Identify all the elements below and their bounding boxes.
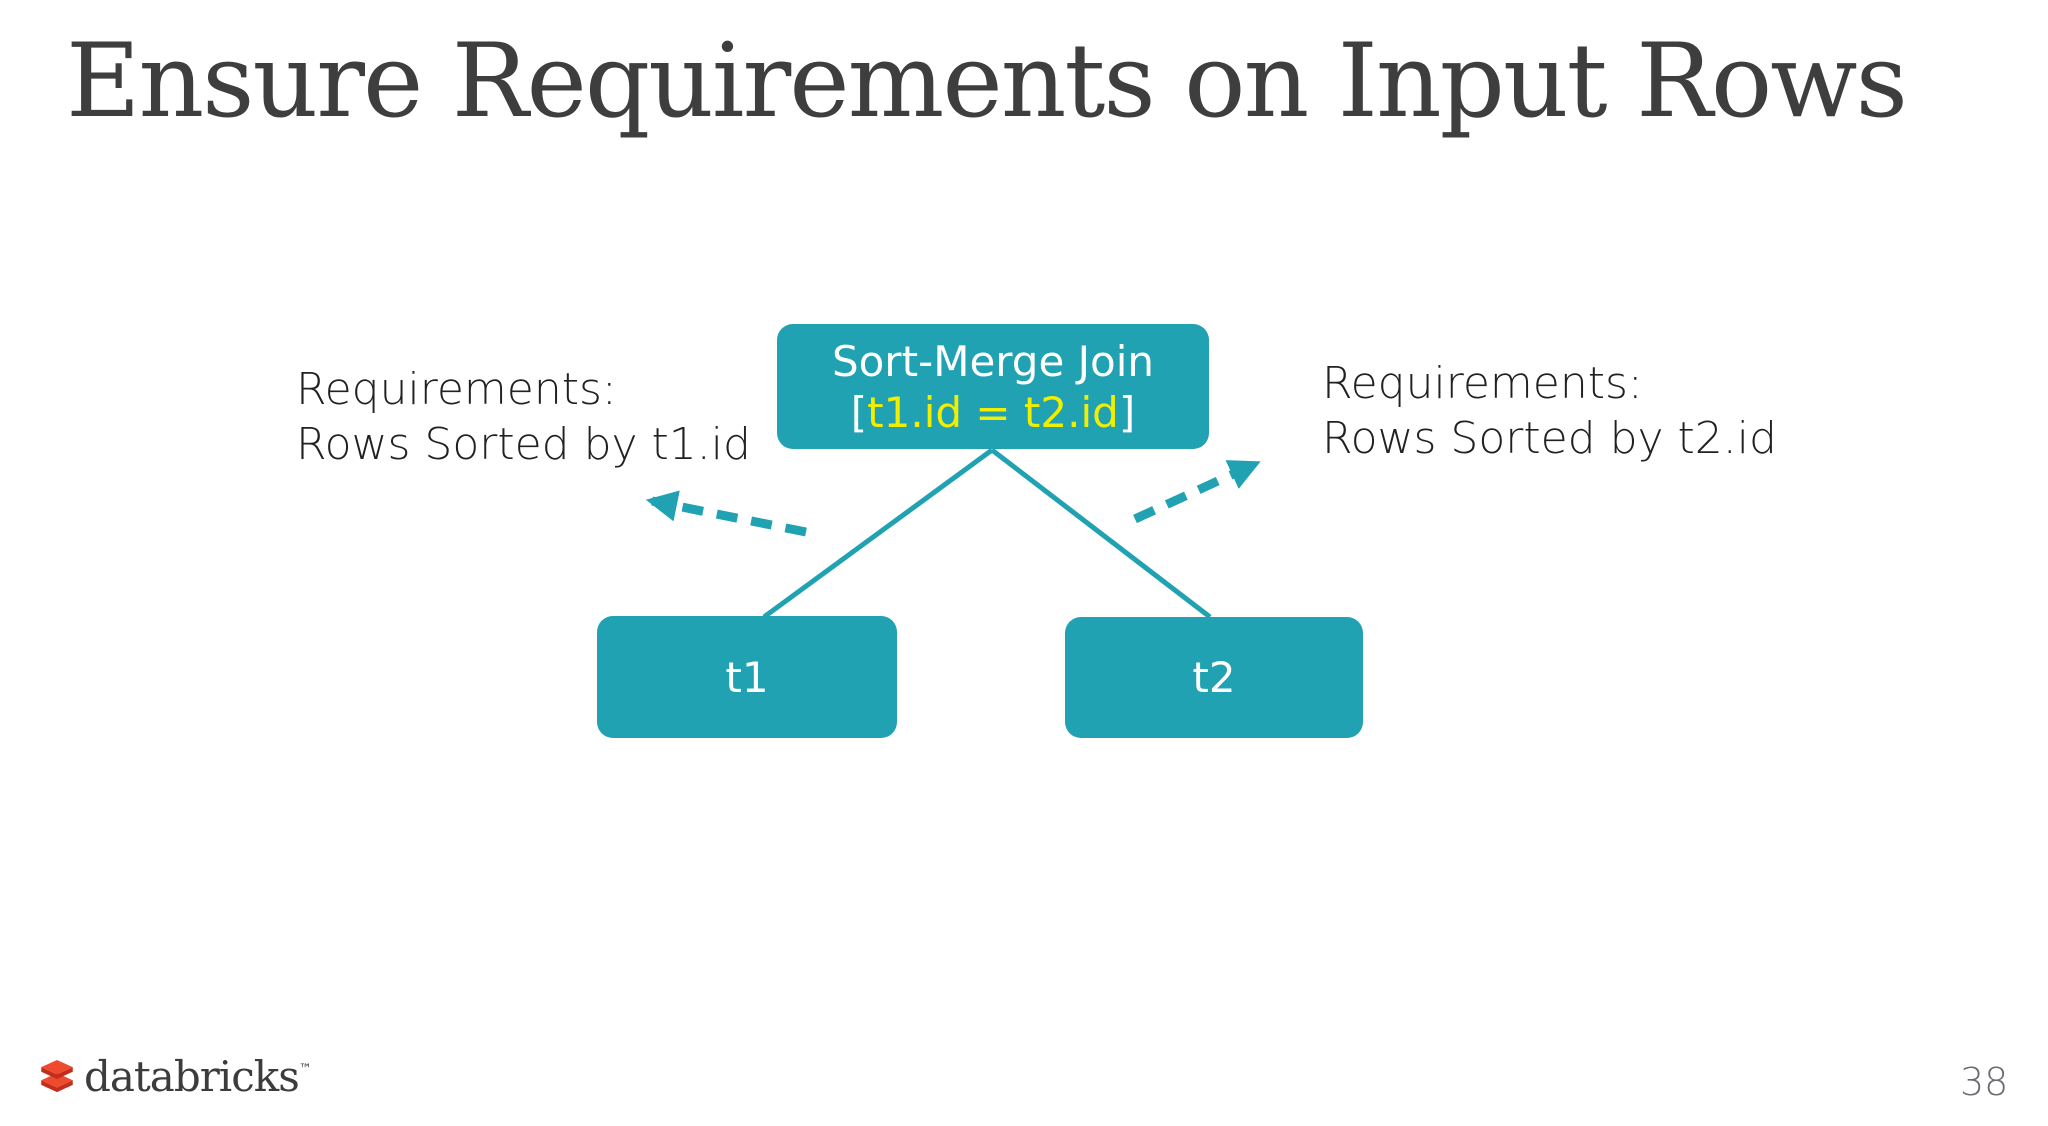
trademark-symbol: ™	[298, 1062, 312, 1077]
right-requirements-line1: Requirements:	[1322, 358, 1643, 409]
databricks-logo-icon	[41, 1059, 73, 1093]
table-node-t2: t2	[1065, 617, 1363, 738]
databricks-wordmark: databricks	[84, 1052, 300, 1101]
table-node-t1: t1	[597, 616, 897, 738]
bracket-open: [	[850, 387, 868, 437]
join-node-condition: [t1.id = t2.id]	[851, 387, 1135, 438]
right-requirements: Requirements: Rows Sorted by t2.id	[1322, 356, 1777, 466]
left-dashed-arrow	[645, 490, 807, 537]
connector-right-line	[990, 448, 1212, 619]
t1-label: t1	[725, 652, 769, 702]
join-node: Sort-Merge Join [t1.id = t2.id]	[777, 324, 1209, 449]
left-requirements-line2: Rows Sorted by t1.id	[296, 419, 751, 470]
join-node-title: Sort-Merge Join	[831, 336, 1155, 386]
page-number: 38	[1960, 1060, 2009, 1104]
right-dashed-arrow	[1133, 459, 1261, 524]
left-requirements-line1: Requirements:	[296, 364, 617, 415]
bracket-close: ]	[1118, 387, 1136, 437]
connector-left-line	[762, 447, 994, 620]
t2-label: t2	[1192, 653, 1236, 702]
slide-title: Ensure Requirements on Input Rows	[66, 22, 1908, 141]
left-requirements: Requirements: Rows Sorted by t1.id	[296, 362, 751, 472]
right-requirements-line2: Rows Sorted by t2.id	[1322, 413, 1777, 464]
join-condition-text: t1.id = t2.id	[867, 387, 1119, 437]
databricks-logo: databricks ™	[36, 1056, 312, 1098]
